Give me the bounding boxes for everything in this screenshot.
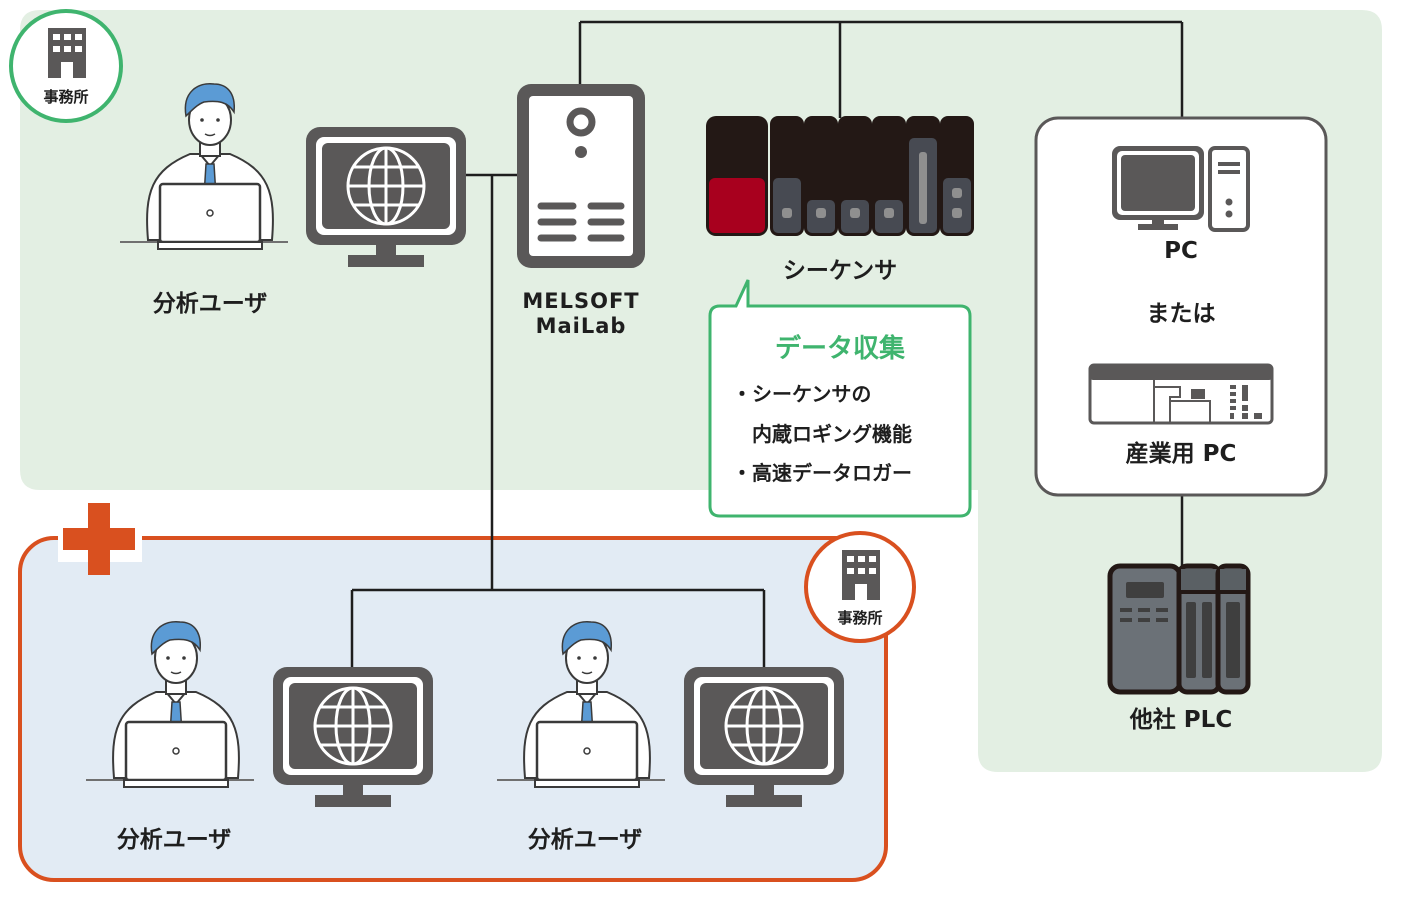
office-badge-label: 事務所 (837, 609, 883, 627)
mailab-label-line1: MELSOFT (522, 289, 640, 313)
building-icon (48, 28, 86, 78)
analysis-user-label: 分析ユーザ (152, 291, 268, 317)
other-plc-label: 他社 PLC (1129, 707, 1233, 733)
pc-label: PC (1164, 238, 1198, 264)
sequencer-label: シーケンサ (782, 258, 898, 284)
callout-box (708, 279, 972, 518)
callout-title: データ収集 (774, 334, 905, 364)
mailab-label: MELSOFT MaiLab (500, 289, 662, 339)
desktop-pc-icon (1112, 146, 1250, 232)
office-badge-main (9, 9, 123, 123)
analysis-user-label: 分析ユーザ (527, 827, 643, 853)
analysis-user-label: 分析ユーザ (116, 827, 232, 853)
office-badge-label: 事務所 (43, 88, 89, 106)
industrial-pc-icon (1088, 363, 1274, 425)
remote-office-area (18, 536, 888, 882)
callout-line: ・シーケンサの (732, 382, 872, 406)
other-plc-icon (1107, 563, 1251, 695)
server-icon (517, 84, 645, 268)
or-label: または (1146, 301, 1216, 327)
building-icon (842, 550, 880, 600)
industrial-pc-label: 産業用 PC (1125, 441, 1237, 467)
plus-icon (58, 503, 142, 575)
office-badge-remote (804, 531, 916, 643)
callout-line: ・高速データロガー (732, 461, 912, 485)
plc-rack-icon (706, 116, 974, 236)
connection-lines (350, 20, 1184, 668)
mailab-label-line2: MaiLab (535, 314, 627, 338)
callout-line: 内蔵ロギング機能 (732, 422, 912, 446)
